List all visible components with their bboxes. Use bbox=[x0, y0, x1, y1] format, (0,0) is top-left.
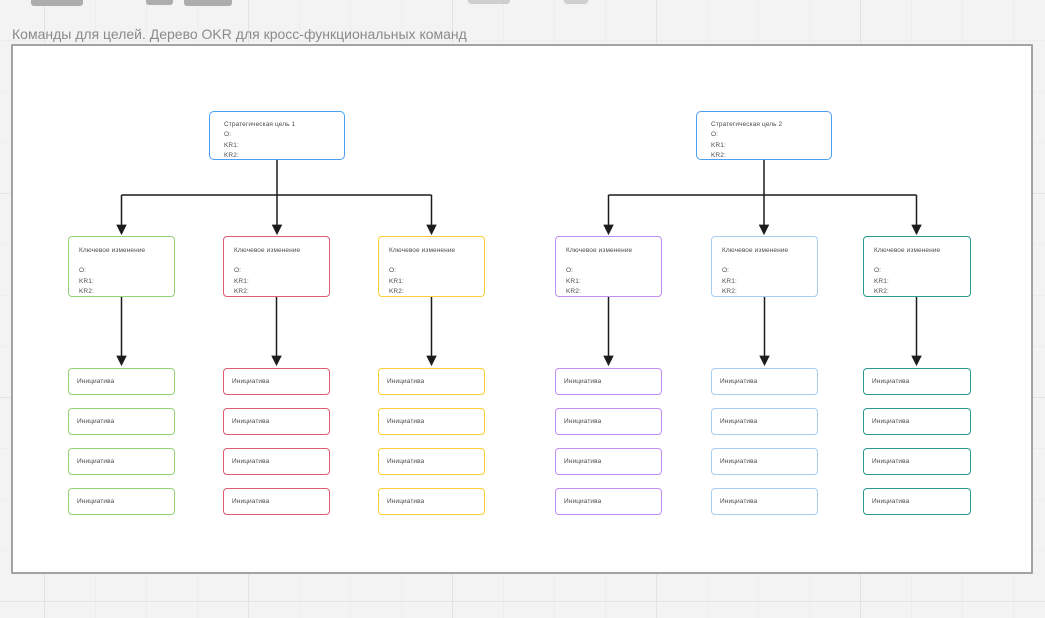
initiative-card[interactable]: Инициатива bbox=[223, 408, 330, 435]
initiative-card[interactable]: Инициатива bbox=[68, 488, 175, 515]
initiative-label: Инициатива bbox=[77, 498, 115, 505]
key-change-kr1: KR1: bbox=[874, 277, 889, 285]
initiative-card[interactable]: Инициатива bbox=[555, 448, 662, 475]
initiative-label: Инициатива bbox=[77, 378, 115, 385]
initiative-card[interactable]: Инициатива bbox=[711, 488, 818, 515]
cropped-canvas-object bbox=[468, 0, 510, 4]
initiative-label: Инициатива bbox=[872, 378, 910, 385]
initiative-card[interactable]: Инициатива bbox=[378, 368, 485, 395]
initiative-label: Инициатива bbox=[387, 498, 425, 505]
initiative-card[interactable]: Инициатива bbox=[711, 408, 818, 435]
initiative-card[interactable]: Инициатива bbox=[863, 488, 971, 515]
goal-kr1: KR1: bbox=[711, 141, 726, 149]
initiative-label: Инициатива bbox=[387, 378, 425, 385]
initiative-label: Инициатива bbox=[720, 498, 758, 505]
goal-title: Стратегическая цель 1 bbox=[224, 121, 296, 128]
cropped-canvas-object bbox=[31, 0, 83, 6]
initiative-card[interactable]: Инициатива bbox=[555, 368, 662, 395]
cropped-canvas-object bbox=[564, 0, 588, 4]
key-change-card[interactable]: Ключевое изменение O: KR1: KR2: bbox=[68, 236, 175, 297]
initiative-label: Инициатива bbox=[77, 458, 115, 465]
initiative-card[interactable]: Инициатива bbox=[68, 408, 175, 435]
key-change-kr2: KR2: bbox=[234, 287, 249, 295]
initiative-label: Инициатива bbox=[872, 458, 910, 465]
key-change-objective: O: bbox=[722, 267, 730, 275]
initiative-label: Инициатива bbox=[564, 418, 602, 425]
initiative-label: Инициатива bbox=[720, 458, 758, 465]
key-change-title: Ключевое изменение bbox=[389, 247, 456, 254]
initiative-card[interactable]: Инициатива bbox=[378, 448, 485, 475]
key-change-title: Ключевое изменение bbox=[79, 247, 146, 254]
key-change-card[interactable]: Ключевое изменение O: KR1: KR2: bbox=[555, 236, 662, 297]
initiative-card[interactable]: Инициатива bbox=[378, 488, 485, 515]
initiative-card[interactable]: Инициатива bbox=[863, 408, 971, 435]
key-change-card[interactable]: Ключевое изменение O: KR1: KR2: bbox=[711, 236, 818, 297]
initiative-label: Инициатива bbox=[77, 418, 115, 425]
goal-kr2: KR2: bbox=[711, 151, 726, 159]
initiative-label: Инициатива bbox=[232, 498, 270, 505]
key-change-objective: O: bbox=[79, 267, 87, 275]
key-change-title: Ключевое изменение bbox=[234, 247, 301, 254]
key-change-kr2: KR2: bbox=[874, 287, 889, 295]
goal-kr1: KR1: bbox=[224, 141, 239, 149]
cropped-canvas-object bbox=[184, 0, 232, 6]
initiative-label: Инициатива bbox=[564, 498, 602, 505]
initiative-card[interactable]: Инициатива bbox=[711, 448, 818, 475]
key-change-kr2: KR2: bbox=[566, 287, 581, 295]
initiative-label: Инициатива bbox=[872, 498, 910, 505]
initiative-card[interactable]: Инициатива bbox=[68, 448, 175, 475]
goal-objective: O: bbox=[711, 131, 719, 139]
initiative-label: Инициатива bbox=[232, 378, 270, 385]
key-change-objective: O: bbox=[874, 267, 882, 275]
okr-frame[interactable] bbox=[11, 44, 1033, 574]
key-change-kr1: KR1: bbox=[722, 277, 737, 285]
key-change-card[interactable]: Ключевое изменение O: KR1: KR2: bbox=[223, 236, 330, 297]
cropped-canvas-object bbox=[146, 0, 173, 5]
initiative-card[interactable]: Инициатива bbox=[863, 368, 971, 395]
key-change-objective: O: bbox=[566, 267, 574, 275]
key-change-title: Ключевое изменение bbox=[874, 247, 941, 254]
initiative-label: Инициатива bbox=[872, 418, 910, 425]
initiative-card[interactable]: Инициатива bbox=[223, 448, 330, 475]
initiative-label: Инициатива bbox=[232, 418, 270, 425]
key-change-kr1: KR1: bbox=[389, 277, 404, 285]
initiative-card[interactable]: Инициатива bbox=[863, 448, 971, 475]
key-change-card[interactable]: Ключевое изменение O: KR1: KR2: bbox=[378, 236, 485, 297]
goal-objective: O: bbox=[224, 131, 232, 139]
key-change-objective: O: bbox=[389, 267, 397, 275]
initiative-card[interactable]: Инициатива bbox=[555, 488, 662, 515]
key-change-kr1: KR1: bbox=[234, 277, 249, 285]
key-change-objective: O: bbox=[234, 267, 242, 275]
initiative-label: Инициатива bbox=[720, 378, 758, 385]
strategic-goal-card[interactable]: Стратегическая цель 1 O: KR1: KR2: bbox=[209, 111, 345, 160]
initiative-card[interactable]: Инициатива bbox=[223, 368, 330, 395]
initiative-card[interactable]: Инициатива bbox=[378, 408, 485, 435]
key-change-card[interactable]: Ключевое изменение O: KR1: KR2: bbox=[863, 236, 971, 297]
frame-title[interactable]: Команды для целей. Дерево OKR для кросс-… bbox=[12, 26, 467, 42]
initiative-label: Инициатива bbox=[564, 458, 602, 465]
key-change-kr2: KR2: bbox=[79, 287, 94, 295]
initiative-label: Инициатива bbox=[564, 378, 602, 385]
key-change-title: Ключевое изменение bbox=[566, 247, 633, 254]
initiative-label: Инициатива bbox=[720, 418, 758, 425]
key-change-kr1: KR1: bbox=[566, 277, 581, 285]
goal-kr2: KR2: bbox=[224, 151, 239, 159]
initiative-label: Инициатива bbox=[232, 458, 270, 465]
initiative-card[interactable]: Инициатива bbox=[68, 368, 175, 395]
initiative-card[interactable]: Инициатива bbox=[711, 368, 818, 395]
initiative-label: Инициатива bbox=[387, 458, 425, 465]
goal-title: Стратегическая цель 2 bbox=[711, 121, 783, 128]
key-change-title: Ключевое изменение bbox=[722, 247, 789, 254]
strategic-goal-card[interactable]: Стратегическая цель 2 O: KR1: KR2: bbox=[696, 111, 832, 160]
key-change-kr1: KR1: bbox=[79, 277, 94, 285]
key-change-kr2: KR2: bbox=[389, 287, 404, 295]
initiative-label: Инициатива bbox=[387, 418, 425, 425]
initiative-card[interactable]: Инициатива bbox=[223, 488, 330, 515]
key-change-kr2: KR2: bbox=[722, 287, 737, 295]
initiative-card[interactable]: Инициатива bbox=[555, 408, 662, 435]
